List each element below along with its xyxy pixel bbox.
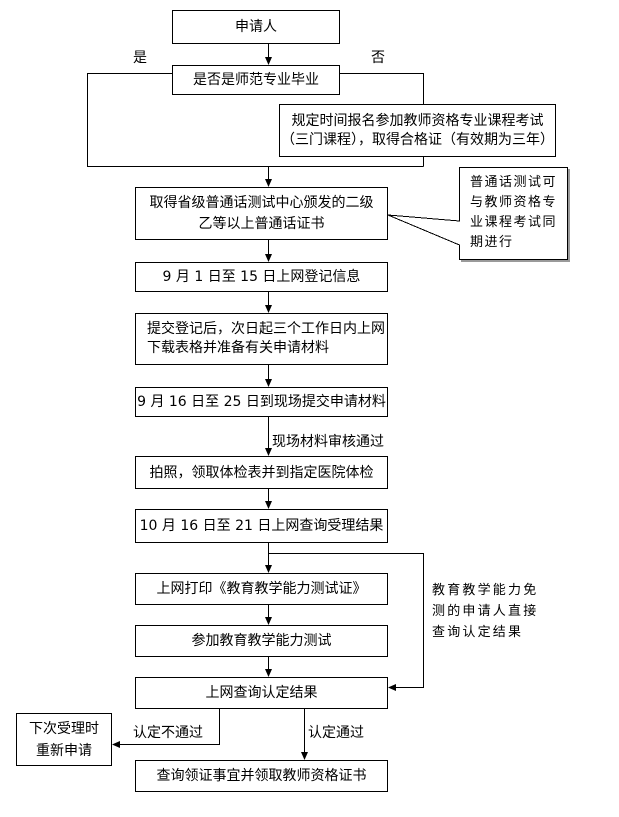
arrow-test-to-query: [265, 656, 272, 677]
node-collect-certificate-label: 查询领证事宜并领取教师资格证书: [156, 768, 367, 784]
edge-label-yes: 是: [133, 50, 147, 66]
node-mandarin-line-1: 取得省级普通话测试中心颁发的二级: [149, 194, 374, 211]
node-submit-materials: 9 月 16 日至 25 日到现场提交申请材料: [135, 387, 388, 417]
node-applicant: 申请人: [172, 10, 340, 44]
edge-label-approved: 认定通过: [308, 725, 364, 741]
node-download-line-1: 提交登记后，次日起三个工作日内上网: [147, 321, 385, 337]
node-query-result: 上网查询认定结果: [135, 677, 388, 709]
node-submit-materials-label: 9 月 16 日至 25 日到现场提交申请材料: [137, 394, 386, 410]
arrow-applicant-to-decision: [265, 43, 272, 65]
node-collect-certificate: 查询领证事宜并领取教师资格证书: [135, 760, 388, 792]
note-exempt-line-3: 查询认定结果: [432, 625, 524, 640]
arrow-download-to-submit: [265, 364, 272, 387]
arrow-register-to-download: [265, 291, 272, 313]
note-mandarin-line-4: 期进行: [470, 235, 514, 250]
node-decision-label: 是否是师范专业毕业: [193, 72, 319, 88]
note-mandarin-line-2: 与教师资格专: [470, 195, 558, 210]
callout-bubble: [387, 167, 568, 260]
node-applicant-label: 申请人: [235, 19, 277, 35]
arrow-merge-to-mandarin: [265, 166, 272, 187]
arrow-photo-to-acceptance: [265, 488, 272, 509]
node-exam: 规定时间报名参加教师资格专业课程考试 （三门课程），取得合格证（有效期为三年）: [279, 104, 556, 157]
edge-label-no: 否: [371, 50, 385, 66]
note-exempt-line-1: 教育教学能力免: [432, 583, 539, 598]
node-check-acceptance: 10 月 16 日至 21 日上网查询受理结果: [135, 509, 388, 543]
node-decision-normal-major: 是否是师范专业毕业: [172, 65, 340, 95]
note-mandarin-line-1: 普通话测试可: [470, 175, 558, 190]
node-online-register: 9 月 1 日至 15 日上网登记信息: [135, 262, 388, 292]
node-take-test: 参加教育教学能力测试: [135, 625, 388, 657]
note-mandarin-line-3: 业课程考试同: [470, 215, 558, 230]
edge-label-not-approved: 认定不通过: [133, 725, 203, 741]
arrow-acceptance-to-print: [265, 542, 272, 573]
node-reapply-line-1: 下次受理时: [29, 720, 99, 737]
node-query-result-label: 上网查询认定结果: [205, 685, 318, 701]
node-online-register-label: 9 月 1 日至 15 日上网登记信息: [162, 269, 361, 285]
node-take-test-label: 参加教育教学能力测试: [191, 633, 332, 649]
node-print-test-card-label: 上网打印《教育教学能力测试证》: [156, 581, 367, 597]
connector-no-branch: [339, 73, 424, 104]
node-reapply-line-2: 重新申请: [36, 742, 92, 759]
edge-label-onsite-review-passed: 现场材料审核通过: [272, 434, 384, 450]
arrow-query-to-collect: [301, 708, 308, 760]
connector-yes-branch: [87, 73, 424, 167]
node-exam-line-2: （三门课程），取得合格证（有效期为三年）: [281, 131, 554, 148]
arrow-mandarin-to-register: [265, 239, 272, 262]
arrow-print-to-test: [265, 604, 272, 625]
node-download-forms: 提交登记后，次日起三个工作日内上网 下载表格并准备有关申请材料: [135, 313, 388, 365]
node-photo-checkup: 拍照，领取体检表并到指定医院体检: [135, 456, 388, 489]
note-exempt-line-2: 测的申请人直接: [432, 604, 539, 619]
arrow-exempt-bypass: [268, 553, 424, 691]
node-reapply: 下次受理时 重新申请: [16, 713, 112, 766]
arrow-query-to-reapply: [112, 708, 220, 748]
node-check-acceptance-label: 10 月 16 日至 21 日上网查询受理结果: [139, 518, 384, 534]
note-mandarin-concurrent: 普通话测试可 与教师资格专 业课程考试同 期进行: [470, 173, 557, 253]
arrow-submit-to-photo: [265, 416, 272, 456]
node-print-test-card: 上网打印《教育教学能力测试证》: [135, 573, 388, 605]
node-download-line-2: 下载表格并准备有关申请材料: [147, 340, 329, 356]
note-exempt-applicants: 教育教学能力免 测的申请人直接 查询认定结果: [432, 580, 538, 643]
node-exam-line-1: 规定时间报名参加教师资格专业课程考试: [291, 112, 544, 129]
node-mandarin-line-2: 乙等以上普通话证书: [198, 215, 325, 232]
node-mandarin-cert: 取得省级普通话测试中心颁发的二级 乙等以上普通话证书: [135, 187, 388, 240]
node-photo-checkup-label: 拍照，领取体检表并到指定医院体检: [149, 464, 374, 481]
